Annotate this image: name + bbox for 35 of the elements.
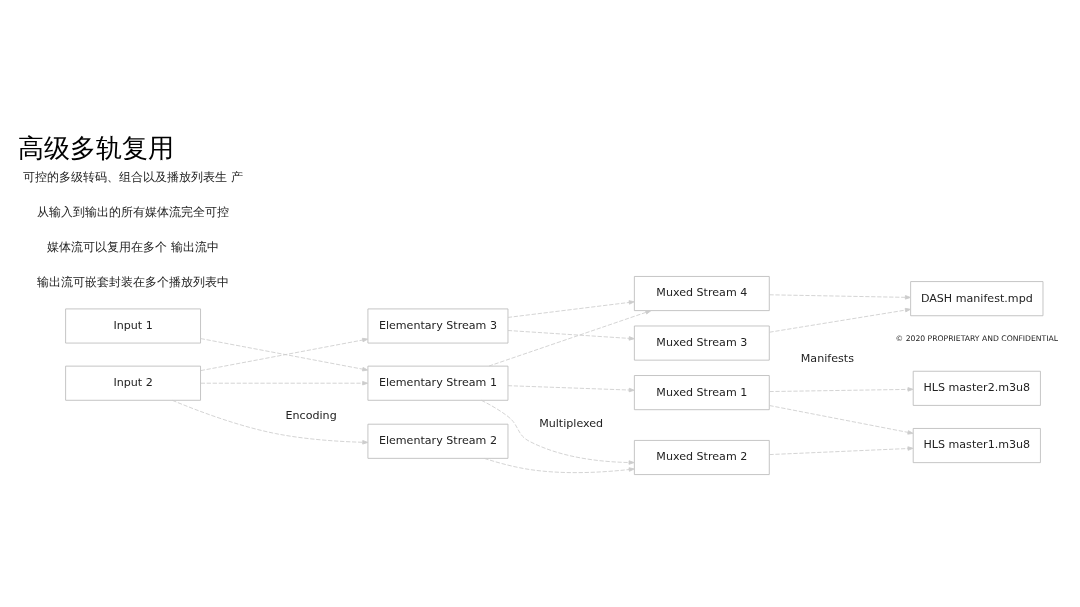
arrow (484, 457, 635, 473)
node-box: Elementary Stream 3 (367, 308, 509, 343)
arrow (769, 445, 914, 455)
arrow (507, 329, 635, 341)
label: 媒体流可以复用在多个 输出流中 (47, 239, 219, 254)
node-box: Muxed Stream 4 (633, 275, 770, 311)
node-box: DASH manifest.mpd (910, 280, 1044, 316)
label: 输出流可嵌套封装在多个播放列表中 (37, 274, 230, 289)
label: 可控的多级转码、组合以及播放列表生 产 (23, 169, 243, 184)
arrow (769, 404, 914, 435)
node-box: Muxed Stream 2 (633, 439, 770, 475)
label: Multiplexed (539, 416, 604, 430)
arrow (200, 380, 369, 385)
node-box: Input 2 (65, 365, 201, 401)
arrow (172, 399, 369, 444)
node-box: HLS master2.m3u8 (912, 370, 1041, 406)
node-box: Input 1 (65, 308, 201, 343)
arrow (488, 309, 652, 366)
diagram-title: 高级多轨复用 (17, 132, 174, 163)
arrow (769, 307, 911, 333)
arrow (769, 293, 911, 300)
node-box: Muxed Stream 3 (633, 325, 770, 361)
node-box: Elementary Stream 1 (367, 365, 509, 401)
label: Manifests (800, 351, 854, 365)
arrow (769, 386, 914, 392)
node-box: Muxed Stream 1 (633, 374, 770, 410)
label: Encoding (285, 408, 337, 422)
label: 从输入到输出的所有媒体流完全可控 (37, 204, 230, 219)
arrow (507, 299, 635, 318)
node-box: Elementary Stream 2 (367, 423, 509, 459)
node-box: HLS master1.m3u8 (912, 427, 1041, 463)
arrow (480, 399, 635, 465)
arrow (507, 384, 635, 392)
label: © 2020 PROPRIETARY AND CONFIDENTIAL (895, 333, 1059, 343)
arrow (200, 337, 369, 371)
